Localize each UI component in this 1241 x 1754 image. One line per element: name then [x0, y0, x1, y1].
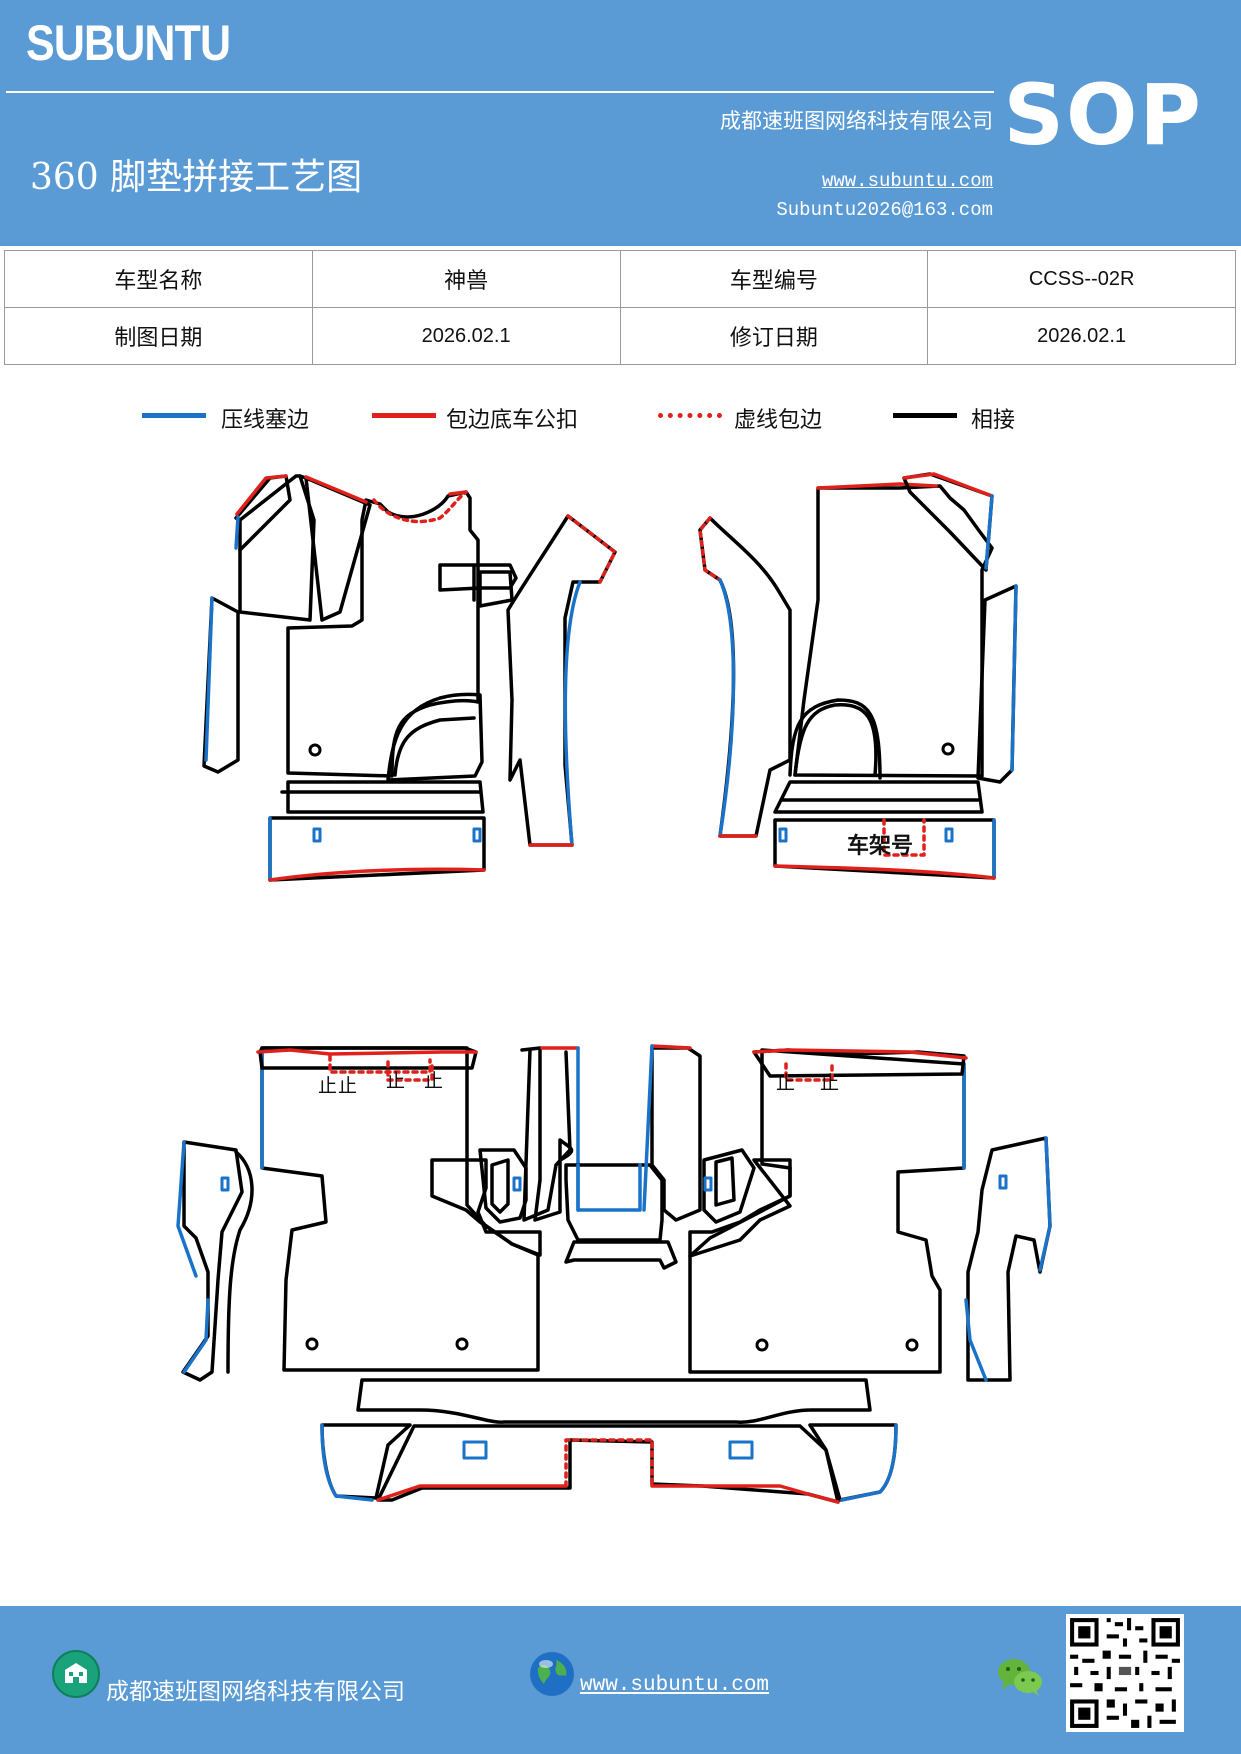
front-right-mat-group: [698, 472, 1018, 880]
page-title: 360 脚垫拼接工艺图: [30, 157, 363, 198]
header-divider: [6, 91, 994, 93]
table-row: 车型名称 神兽 车型编号 CCSS--02R: [4, 250, 1236, 308]
stitch-mark: 止: [386, 1070, 406, 1092]
table-cell: CCSS--02R: [927, 250, 1236, 308]
table-cell: 车型编号: [619, 250, 929, 308]
line-legend: 压线塞边 包边底车公扣 虚线包边 相接: [0, 398, 1241, 438]
stitch-mark: 止: [318, 1075, 338, 1097]
rear-floor-mat-group: [176, 1044, 1052, 1504]
legend-label: 相接: [971, 408, 1016, 433]
vehicle-info-table: 车型名称 神兽 车型编号 CCSS--02R 制图日期 2026.02.1 修订…: [4, 250, 1236, 365]
company-name: 成都速班图网络科技有限公司: [720, 109, 993, 133]
footer-website-link[interactable]: www.subuntu.com: [580, 1674, 770, 1697]
qr-code[interactable]: [1066, 1614, 1184, 1732]
frame-number-label: 车架号: [847, 834, 914, 859]
table-cell: 2026.02.1: [927, 307, 1236, 365]
table-cell: 制图日期: [4, 307, 313, 365]
stitch-mark: 止: [424, 1070, 444, 1092]
stitch-mark: 止: [338, 1075, 358, 1097]
page-footer: 成都速班图网络科技有限公司 www.subuntu.com: [0, 1606, 1241, 1754]
table-cell: 2026.02.1: [311, 307, 621, 365]
website-link[interactable]: www.subuntu.com: [821, 170, 993, 192]
table-cell: 神兽: [311, 250, 621, 308]
table-cell: 车型名称: [4, 250, 313, 308]
sop-badge: SOP: [1003, 66, 1203, 164]
table-row: 制图日期 2026.02.1 修订日期 2026.02.1: [4, 307, 1236, 365]
edge-line-swatch: [372, 413, 436, 418]
brand-logo: SUBUNTU: [26, 15, 231, 71]
front-left-mat-group: [202, 474, 617, 882]
floor-mat-diagram: [176, 472, 1052, 1504]
globe-icon: [530, 1652, 574, 1696]
legend-label: 包边底车公扣: [446, 408, 579, 433]
page-header: SUBUNTU SOP 360 脚垫拼接工艺图 成都速班图网络科技有限公司 ww…: [0, 0, 1241, 246]
wechat-icon[interactable]: [996, 1656, 1044, 1698]
dotted-line-swatch: [658, 413, 722, 418]
stitch-mark: 止: [820, 1072, 840, 1094]
email-address: Subuntu2026@163.com: [776, 199, 993, 221]
footer-company-name: 成都速班图网络科技有限公司: [106, 1679, 405, 1705]
press-line-swatch: [142, 413, 206, 418]
stitch-mark: 止: [776, 1072, 796, 1094]
legend-label: 压线塞边: [221, 408, 310, 433]
building-icon: [52, 1650, 100, 1698]
table-cell: 修订日期: [619, 307, 929, 365]
qr-code-pattern: [1066, 1614, 1184, 1732]
legend-label: 虚线包边: [734, 408, 823, 433]
join-line-swatch: [893, 413, 957, 418]
